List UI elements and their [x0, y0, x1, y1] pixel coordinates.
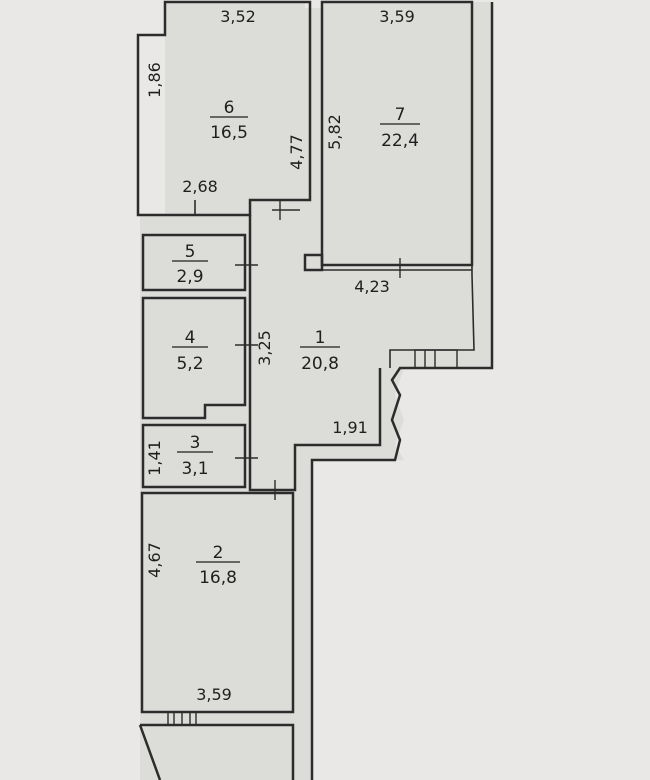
room-1-number: 1 — [315, 328, 326, 348]
room-2-walls — [140, 491, 295, 714]
dim-room6-bottom: 2,68 — [182, 177, 218, 196]
room-5-area: 2,9 — [176, 267, 203, 287]
room-3-walls — [141, 423, 247, 489]
room-3-area: 3,1 — [181, 459, 208, 479]
hall-right-wall — [389, 265, 475, 368]
door-markers — [235, 200, 401, 500]
room-2-area: 16,8 — [199, 568, 237, 588]
entrance-door — [414, 349, 458, 369]
dim-room6-left: 1,86 — [145, 62, 164, 98]
dim-room6-top: 3,52 — [220, 7, 256, 26]
dim-hall-bottom: 1,91 — [332, 418, 368, 437]
dim-room6-right: 4,77 — [287, 134, 306, 170]
dim-room7-bottom: 4,23 — [354, 277, 390, 296]
room-7-number: 7 — [395, 105, 406, 125]
room-2-number: 2 — [213, 543, 224, 563]
room-7-area: 22,4 — [381, 131, 419, 151]
dim-room2-bottom: 3,59 — [196, 685, 232, 704]
room-5-number: 5 — [185, 242, 196, 262]
balcony-diagonal — [138, 724, 162, 780]
room-4-area: 5,2 — [176, 354, 203, 374]
room-4-number: 4 — [185, 328, 196, 348]
room-4-walls — [141, 296, 247, 420]
dim-room3-left: 1,41 — [145, 440, 164, 476]
dim-room7-top: 3,59 — [379, 7, 415, 26]
dim-room2-left: 4,67 — [145, 542, 164, 578]
hall-walls — [248, 215, 382, 492]
dim-hall-left: 3,25 — [255, 330, 274, 366]
dim-room7-left: 5,82 — [325, 114, 344, 150]
room-1-area: 20,8 — [301, 354, 339, 374]
room-6-number: 6 — [224, 98, 235, 118]
apartment-interior — [140, 2, 492, 780]
room-6-area: 16,5 — [210, 123, 248, 143]
room-3-number: 3 — [190, 433, 201, 453]
room-5-walls — [141, 233, 247, 292]
